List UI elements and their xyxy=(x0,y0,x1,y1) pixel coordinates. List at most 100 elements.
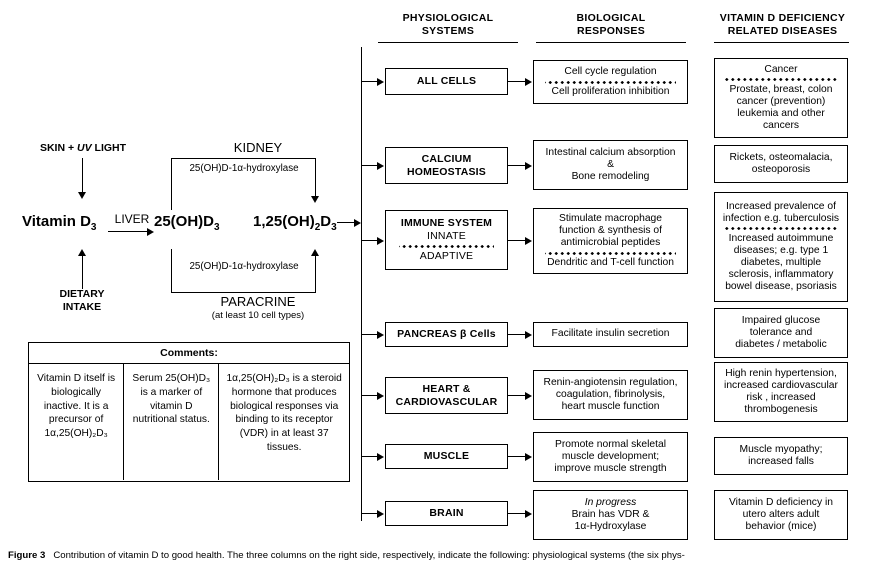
dietary-intake-line2: INTAKE xyxy=(62,301,102,314)
response-line: Stimulate macrophage xyxy=(558,212,663,224)
response-line: & xyxy=(607,158,614,170)
kidney-bracket-top xyxy=(171,158,316,160)
response-line: Intestinal calcium absorption xyxy=(545,146,676,158)
branch-line-immune xyxy=(362,240,378,242)
calcidiol-label: 25(OH)D3 xyxy=(154,213,220,233)
column-header-line1: VITAMIN D DEFICIENCY xyxy=(719,12,846,24)
disease-box-all-cells[interactable]: Cancer Prostate, breast, colon cancer (p… xyxy=(714,58,848,138)
paracrine-label: PARACRINE xyxy=(220,294,296,309)
branch-arrowhead-heart xyxy=(377,392,384,400)
system-title: BRAIN xyxy=(429,507,464,520)
disease-line: diabetes / metabolic xyxy=(735,339,827,351)
response-line: Facilitate insulin secretion xyxy=(551,328,670,340)
uv-italic: UV xyxy=(77,142,92,154)
system-box-all-cells[interactable]: ALL CELLS xyxy=(385,68,508,95)
disease-box-pancreas-beta-cells[interactable]: Impaired glucose tolerance and diabetes … xyxy=(714,308,848,358)
branch-line-all-cells xyxy=(362,81,378,83)
figure-caption-text: Contribution of vitamin D to good health… xyxy=(53,550,685,561)
paracrine-enzyme-label: 25(OH)D-1α-hydroxylase xyxy=(189,261,299,272)
system-box-brain[interactable]: BRAIN xyxy=(385,501,508,526)
disease-line: High renin hypertension, xyxy=(725,367,837,379)
connector-arrowhead-calcium xyxy=(525,162,532,170)
disease-line: Impaired glucose xyxy=(741,314,821,326)
column-header-line1: PHYSIOLOGICAL xyxy=(402,12,494,24)
calcitriol-to-bus-line xyxy=(337,222,355,224)
response-box-immune-system[interactable]: Stimulate macrophage function & synthesi… xyxy=(533,208,688,274)
calcitriol-to-bus-arrowhead xyxy=(354,219,361,227)
disease-box-muscle[interactable]: Muscle myopathy; increased falls xyxy=(714,437,848,475)
response-box-calcium-homeostasis[interactable]: Intestinal calcium absorption & Bone rem… xyxy=(533,140,688,190)
disease-line: Increased autoimmune xyxy=(728,232,834,244)
dietary-to-vitamind-line xyxy=(82,255,84,289)
branch-arrowhead-muscle xyxy=(377,453,384,461)
branch-line-muscle xyxy=(362,456,378,458)
disease-box-brain[interactable]: Vitamin D deficiency in utero alters adu… xyxy=(714,490,848,540)
response-box-all-cells[interactable]: Cell cycle regulation Cell proliferation… xyxy=(533,60,688,104)
system-title: PANCREAS β Cells xyxy=(397,328,496,341)
disease-line: sclerosis, inflammatory xyxy=(728,269,834,281)
disease-box-calcium-homeostasis[interactable]: Rickets, osteomalacia, osteoporosis xyxy=(714,145,848,183)
system-title-line: HOMEOSTASIS xyxy=(406,165,486,178)
system-box-pancreas-beta-cells[interactable]: PANCREAS β Cells xyxy=(385,322,508,347)
system-box-muscle[interactable]: MUSCLE xyxy=(385,444,508,469)
vitamin-d3-subscript: 3 xyxy=(90,222,97,233)
dotted-divider xyxy=(725,78,837,82)
response-box-heart-cardiovascular[interactable]: Renin-angiotensin regulation, coagulatio… xyxy=(533,370,688,420)
disease-line: increased falls xyxy=(748,456,814,467)
figure-caption-label: Figure 3 xyxy=(8,550,46,561)
disease-line: behavior (mice) xyxy=(745,521,817,533)
connector-all-cells xyxy=(508,81,526,83)
response-line-in-progress: In progress xyxy=(584,496,637,508)
disease-box-heart-cardiovascular[interactable]: High renin hypertension, increased cardi… xyxy=(714,362,848,422)
paracrine-bracket-left xyxy=(171,249,173,293)
system-box-immune-system[interactable]: IMMUNE SYSTEM INNATE ADAPTIVE xyxy=(385,210,508,270)
dietary-intake-label: DIETARY INTAKE xyxy=(32,288,132,314)
column-header-rule-2 xyxy=(536,42,686,43)
connector-arrowhead-muscle xyxy=(525,453,532,461)
connector-arrowhead-brain xyxy=(525,510,532,518)
column-header-line2: RELATED DISEASES xyxy=(727,25,838,38)
branch-arrowhead-pancreas xyxy=(377,331,384,339)
system-title: ALL CELLS xyxy=(416,75,477,88)
skin-to-vitamind-arrowhead xyxy=(78,192,86,199)
comment-cell-3: 1α,25(OH)₂D₃ is a steroid hormone that p… xyxy=(218,364,349,480)
response-line: heart muscle function xyxy=(561,401,660,413)
branch-arrowhead-calcium xyxy=(377,162,384,170)
distribution-bus-line xyxy=(361,47,363,521)
vitamin-d3-label: Vitamin D3 xyxy=(22,213,97,233)
response-line: Bone remodeling xyxy=(571,171,650,183)
paracrine-to-calcitriol-arrowhead xyxy=(311,249,319,256)
disease-box-immune-system[interactable]: Increased prevalence of infection e.g. t… xyxy=(714,192,848,302)
kidney-enzyme-label: 25(OH)D-1α-hydroxylase xyxy=(189,163,299,174)
response-line: 1α-Hydroxylase xyxy=(574,521,647,533)
system-box-calcium-homeostasis[interactable]: CALCIUM HOMEOSTASIS xyxy=(385,147,508,184)
column-header-line2: SYSTEMS xyxy=(421,25,475,38)
kidney-label: KIDNEY xyxy=(233,140,283,155)
dotted-divider xyxy=(399,244,494,248)
connector-pancreas xyxy=(508,334,526,336)
vitamind-to-calcidiol-arrowhead xyxy=(147,228,154,236)
system-title-line: CARDIOVASCULAR xyxy=(395,395,498,408)
connector-heart xyxy=(508,395,526,397)
dietary-to-vitamind-arrowhead xyxy=(78,249,86,256)
dietary-intake-line1: DIETARY xyxy=(59,288,105,300)
disease-line: Muscle myopathy; xyxy=(739,443,823,455)
disease-line: infection e.g. tuberculosis xyxy=(722,212,840,224)
connector-brain xyxy=(508,513,526,515)
column-header-biological-responses: BIOLOGICAL RESPONSES xyxy=(536,12,686,38)
disease-line: Rickets, osteomalacia, xyxy=(729,151,833,163)
branch-line-heart xyxy=(362,395,378,397)
connector-immune xyxy=(508,240,526,242)
response-box-pancreas-beta-cells[interactable]: Facilitate insulin secretion xyxy=(533,322,688,347)
connector-arrowhead-all-cells xyxy=(525,78,532,86)
response-box-muscle[interactable]: Promote normal skeletal muscle developme… xyxy=(533,432,688,482)
connector-arrowhead-heart xyxy=(525,392,532,400)
figure-caption: Figure 3 Contribution of vitamin D to go… xyxy=(8,550,892,562)
column-header-vitamin-d-deficiency-related-diseases: VITAMIN D DEFICIENCY RELATED DISEASES xyxy=(705,12,860,38)
response-line: antimicrobial peptides xyxy=(560,237,661,248)
response-box-brain[interactable]: In progress Brain has VDR & 1α-Hydroxyla… xyxy=(533,490,688,540)
calcitriol-subscript-1: 2 xyxy=(314,222,321,233)
disease-line: bowel disease, psoriasis xyxy=(725,281,837,293)
disease-line: utero alters adult xyxy=(742,508,820,520)
system-box-heart-cardiovascular[interactable]: HEART & CARDIOVASCULAR xyxy=(385,377,508,414)
